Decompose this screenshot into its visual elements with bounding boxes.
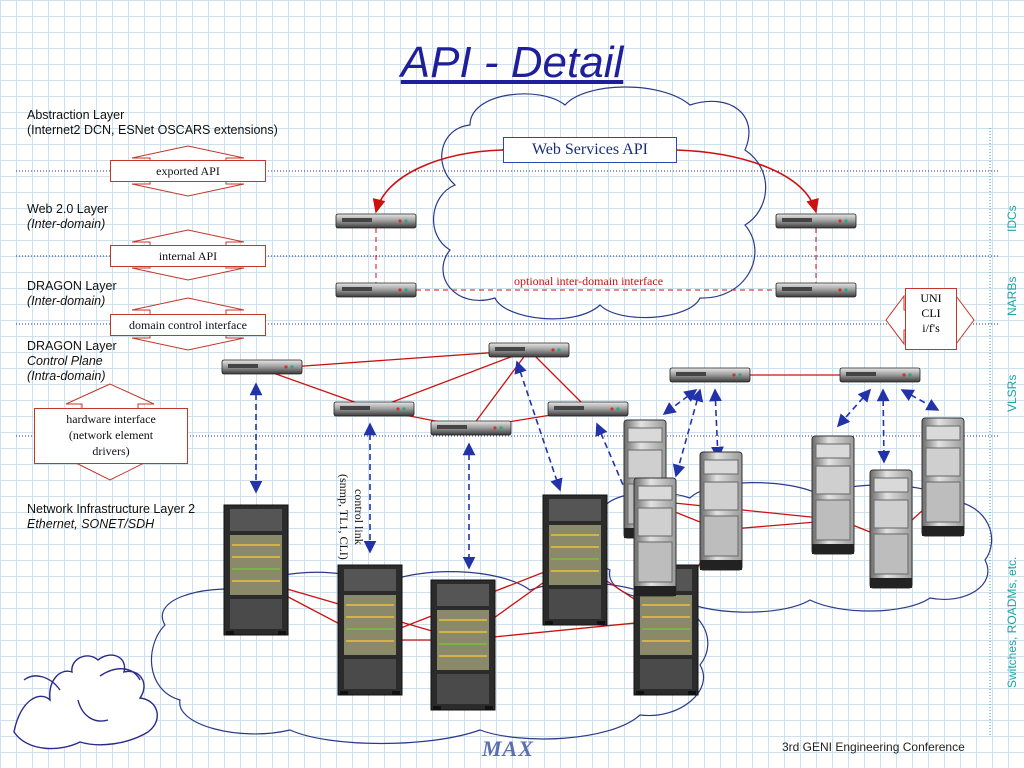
uni-cli-box: UNI CLI i/f's: [905, 288, 957, 350]
vlsr-server: [669, 367, 751, 383]
roadm-tower: [811, 435, 855, 555]
network-rack: [337, 564, 403, 696]
network-rack: [223, 504, 289, 636]
vlsr-server: [488, 342, 570, 358]
hardware-interface-box: hardware interface (network element driv…: [34, 408, 188, 464]
internal-api-box: internal API: [110, 245, 266, 267]
side-label-vlsrs: VLSRs: [1005, 374, 1019, 412]
control-link-label: control link (snmp, TL1, CLI): [337, 474, 366, 560]
layer-dragon-intra: DRAGON Layer Control Plane (Intra-domain…: [27, 339, 117, 383]
api-link-right: [663, 143, 819, 214]
page-title: API - Detail: [400, 38, 624, 87]
roadm-tower: [869, 469, 913, 589]
layer-network: Network Infrastructure Layer 2 Ethernet,…: [27, 502, 196, 531]
roadm-tower: [921, 417, 965, 537]
network-rack: [542, 494, 608, 626]
dragon-logo: [13, 654, 158, 750]
domain-control-interface-box: domain control interface: [110, 314, 266, 336]
side-label-narbs: NARBs: [1005, 276, 1019, 316]
roadm-tower: [633, 477, 677, 597]
roadm-tower: [699, 451, 743, 571]
layer-dragon-inter: DRAGON Layer (Inter-domain): [27, 279, 117, 308]
exported-api-box: exported API: [110, 160, 266, 182]
max-logo: MAX: [482, 736, 534, 761]
layer-web20: Web 2.0 Layer (Inter-domain): [27, 202, 109, 231]
vlsr-server: [430, 420, 512, 436]
narb-server-right: [775, 282, 857, 298]
network-rack: [430, 579, 496, 711]
vlsr-server: [839, 367, 921, 383]
footer-text: 3rd GENI Engineering Conference: [782, 740, 965, 754]
optional-interface-label: optional inter-domain interface: [514, 274, 664, 288]
vlsr-server: [547, 401, 629, 417]
web-services-api-box: Web Services API: [503, 137, 677, 163]
idc-server-left: [335, 213, 417, 229]
narb-server-left: [335, 282, 417, 298]
side-label-switches: Switches, ROADMs, etc.: [1005, 556, 1019, 688]
web-services-cloud: [433, 86, 767, 320]
idc-server-right: [775, 213, 857, 229]
vlsr-server: [333, 401, 415, 417]
vlsr-server: [221, 359, 303, 375]
layer-abstraction: Abstraction Layer (Internet2 DCN, ESNet …: [27, 108, 278, 137]
api-link-left: [372, 143, 516, 214]
side-label-idcs: IDCs: [1005, 205, 1019, 232]
